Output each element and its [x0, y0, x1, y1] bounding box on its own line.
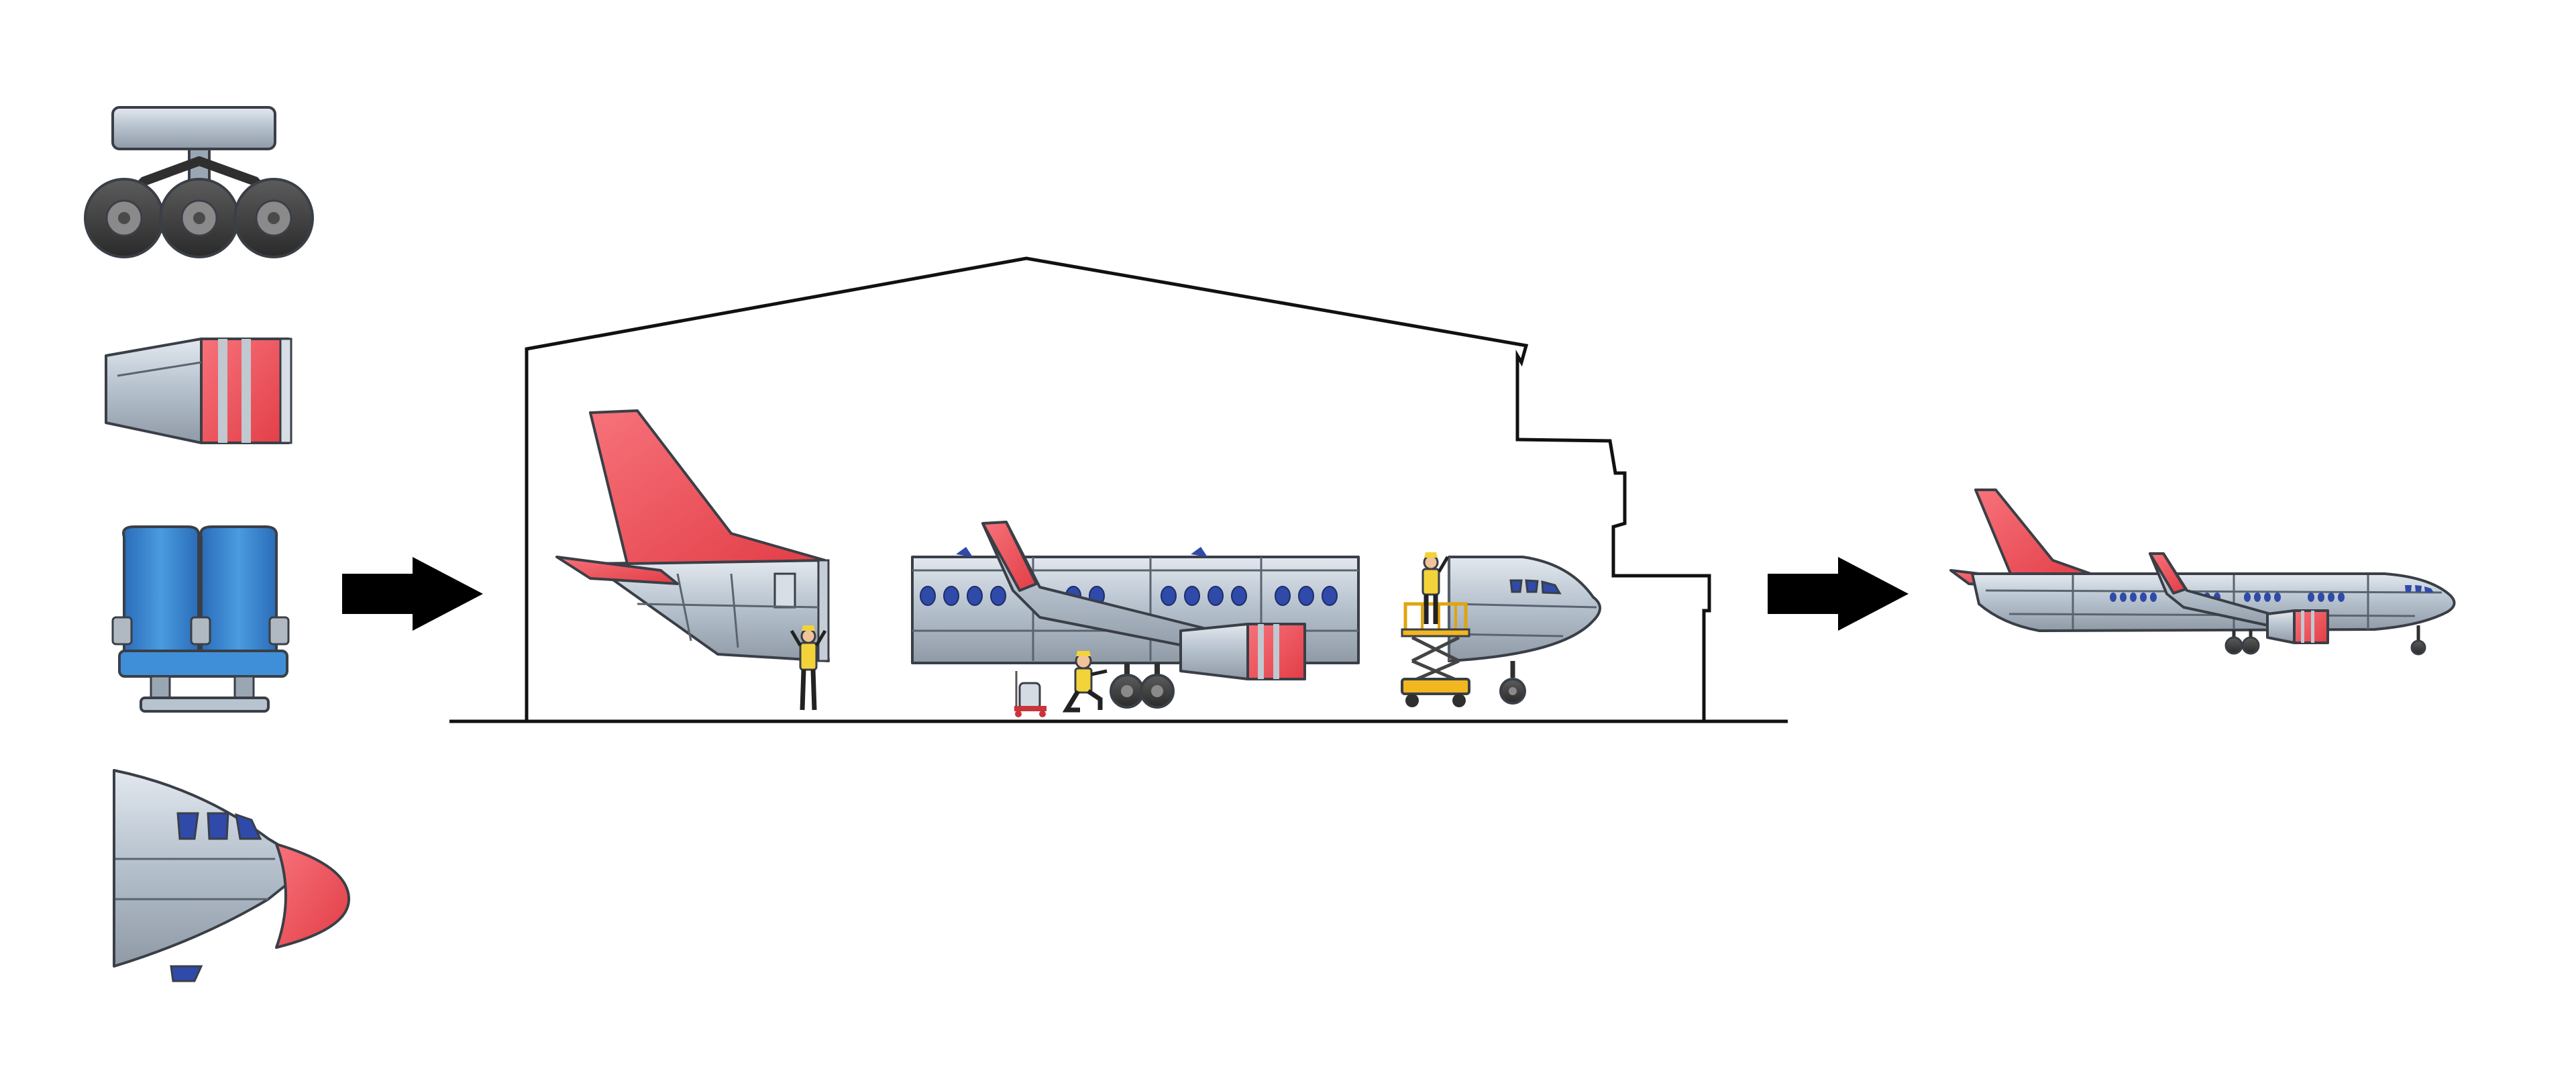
arrow-right-icon — [1768, 557, 1909, 631]
jet-engine-icon — [1181, 624, 1305, 679]
air-compressor-icon — [1014, 671, 1046, 717]
fuselage-section-icon — [912, 522, 1358, 707]
lift-worker — [1423, 552, 1448, 624]
cockpit-section-icon — [1449, 557, 1600, 703]
arrow-right-icon — [342, 557, 483, 631]
parts-column — [85, 107, 349, 981]
signaling-worker — [792, 625, 825, 710]
landing-gear-icon — [85, 107, 313, 257]
jet-engine-icon — [106, 339, 291, 443]
nose-cone-icon — [114, 770, 349, 981]
airplane-icon — [1951, 490, 2455, 654]
passenger-seats-icon — [113, 527, 288, 711]
landing-gear-icon — [1111, 663, 1173, 707]
tail-section-icon — [557, 411, 828, 661]
